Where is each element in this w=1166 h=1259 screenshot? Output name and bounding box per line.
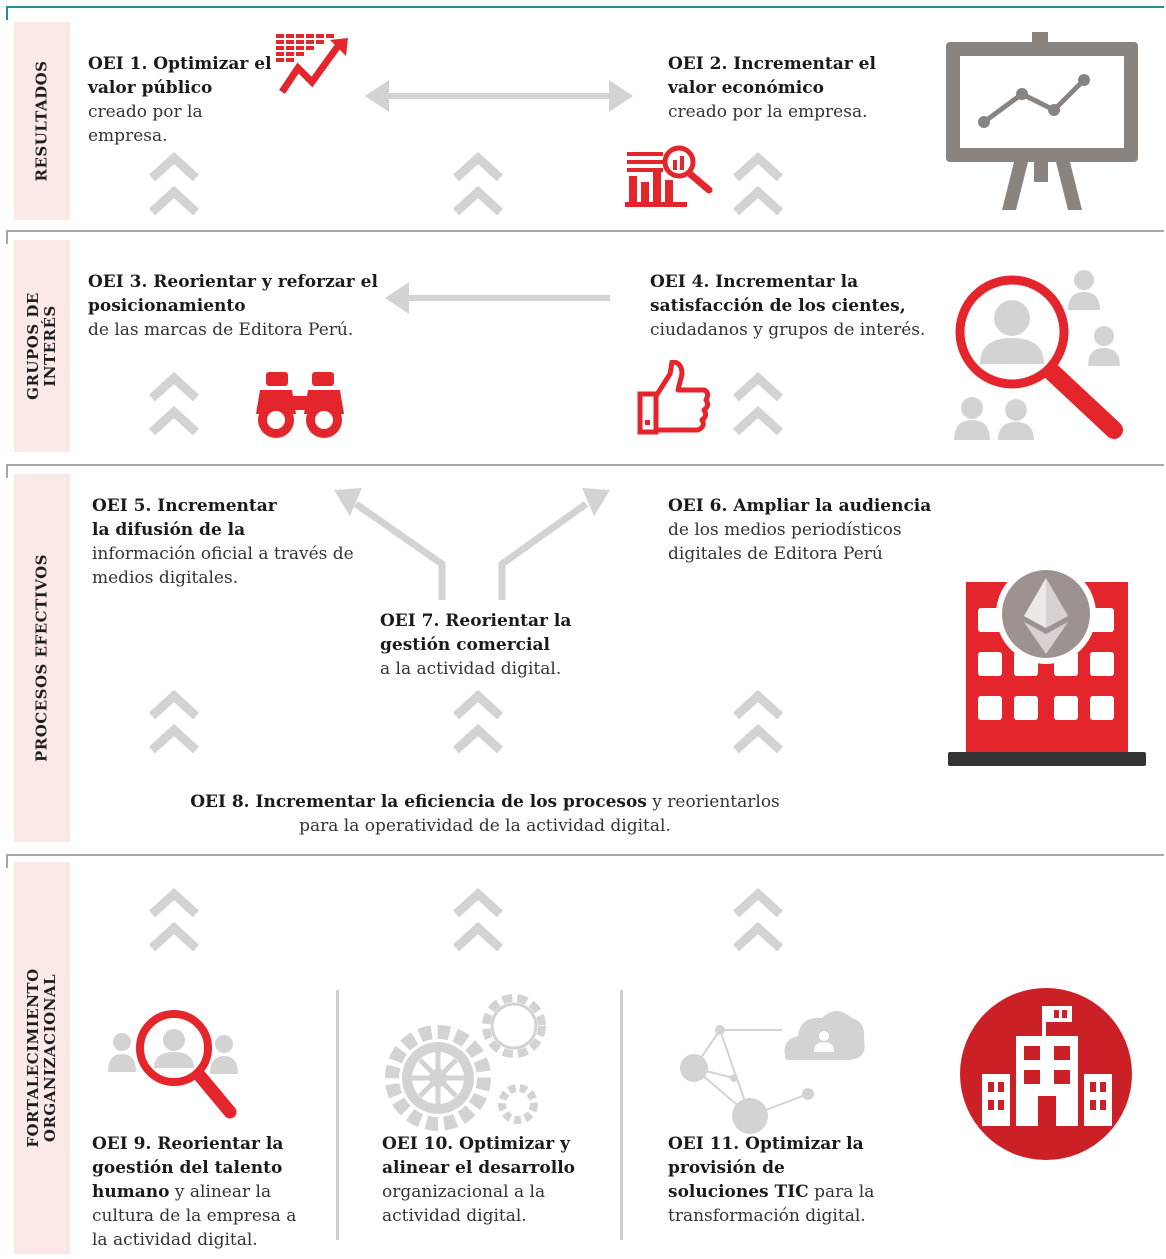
section-label-procesos: PROCESOS EFECTIVOS xyxy=(14,474,70,842)
section-tick xyxy=(6,464,8,478)
oei-1: OEI 1. Optimizar el valor público creado… xyxy=(88,52,278,148)
oei-10: OEI 10. Optimizar y alinear el desarroll… xyxy=(382,1132,587,1228)
magnifier-person-icon xyxy=(104,1006,244,1128)
double-chevron-up-icon xyxy=(732,886,784,956)
column-divider xyxy=(336,990,339,1240)
magnifier-people-icon xyxy=(944,268,1154,446)
oei-1-text: creado por la empresa. xyxy=(88,102,203,146)
thumbs-up-icon xyxy=(636,360,712,436)
oei-4: OEI 4. Incrementar la satisfacción de lo… xyxy=(650,270,945,342)
oei-11-text: para la transformación digital. xyxy=(668,1182,875,1226)
section-label-resultados: RESULTADOS xyxy=(14,22,70,220)
section-label-text: FORTALECIMIENTO ORGANIZACIONAL xyxy=(24,968,59,1148)
oei-1-title: OEI 1. Optimizar el valor público xyxy=(88,54,272,98)
section-label-text: GRUPOS DE INTERÉS xyxy=(24,292,59,400)
double-chevron-up-icon xyxy=(732,150,784,220)
section-tick xyxy=(6,230,8,244)
section-label-grupos: GRUPOS DE INTERÉS xyxy=(14,240,70,452)
section-tick xyxy=(6,6,8,20)
branch-arrows-connector xyxy=(320,480,620,600)
oei-2-text: creado por la empresa. xyxy=(668,102,868,122)
oei-5-title: OEI 5. Incrementar la difusión de la xyxy=(92,496,277,540)
oei-3: OEI 3. Reorientar y reforzar el posicion… xyxy=(88,270,388,342)
double-chevron-up-icon xyxy=(148,150,200,220)
oei-7: OEI 7. Reorientar la gestión comercial a… xyxy=(380,609,590,681)
oei-6-text: de los medios periodísticos digitales de… xyxy=(668,520,902,564)
oei-8-title: OEI 8. Incrementar la eficiencia de los … xyxy=(190,792,647,812)
company-building-icon xyxy=(958,986,1134,1162)
double-chevron-up-icon xyxy=(452,886,504,956)
oei-11: OEI 11. Optimizar la provisión de soluci… xyxy=(668,1132,883,1228)
section-label-text: RESULTADOS xyxy=(32,60,51,182)
section-divider xyxy=(6,854,1164,856)
double-chevron-up-icon xyxy=(148,370,200,440)
oei-3-text: de las marcas de Editora Perú. xyxy=(88,320,354,340)
section-tick xyxy=(6,854,8,868)
growth-chart-icon xyxy=(272,32,352,98)
oei-4-title: OEI 4. Incrementar la satisfacción de lo… xyxy=(650,272,906,316)
building-ether-icon xyxy=(948,562,1146,768)
double-chevron-up-icon xyxy=(732,688,784,758)
presentation-board-icon xyxy=(944,32,1144,210)
oei-5-text: información oficial a través de medios d… xyxy=(92,544,354,588)
section-divider-top xyxy=(6,6,1164,8)
oei-8: OEI 8. Incrementar la eficiencia de los … xyxy=(180,790,790,838)
oei-10-text: organizacional a la actividad digital. xyxy=(382,1182,546,1226)
oei-11-title: OEI 11. Optimizar la provisión de soluci… xyxy=(668,1134,864,1202)
double-chevron-up-icon xyxy=(452,688,504,758)
oei-6: OEI 6. Ampliar la audiencia de los medio… xyxy=(668,494,940,566)
binoculars-icon xyxy=(252,370,348,440)
network-cloud-icon xyxy=(676,996,868,1142)
oei-3-title: OEI 3. Reorientar y reforzar el posicion… xyxy=(88,272,378,316)
oei-9: OEI 9. Reorientar la goestión del talent… xyxy=(92,1132,297,1252)
oei-7-title: OEI 7. Reorientar la gestión comercial xyxy=(380,611,572,655)
oei-9-text: y alinear la cultura de la empresa a la … xyxy=(92,1182,297,1250)
oei-2: OEI 2. Incrementar el valor económico cr… xyxy=(668,52,888,124)
section-label-text: PROCESOS EFECTIVOS xyxy=(32,553,51,763)
oei-6-title: OEI 6. Ampliar la audiencia xyxy=(668,496,932,516)
oei-9-title: OEI 9. Reorientar la goestión del talent… xyxy=(92,1134,284,1202)
oei-5: OEI 5. Incrementar la difusión de la inf… xyxy=(92,494,372,590)
oei-7-text: a la actividad digital. xyxy=(380,659,562,679)
oei-8-text: y reorientarlos para la operatividad de … xyxy=(299,792,780,836)
magnifier-chart-icon xyxy=(625,142,715,208)
double-arrow-connector xyxy=(365,76,633,116)
double-chevron-up-icon xyxy=(452,150,504,220)
section-divider xyxy=(6,464,1164,466)
column-divider xyxy=(620,990,623,1240)
left-arrow-connector xyxy=(385,278,610,318)
oei-2-title: OEI 2. Incrementar el valor económico xyxy=(668,54,876,98)
double-chevron-up-icon xyxy=(148,886,200,956)
section-divider xyxy=(6,230,1164,232)
section-label-fortalecimiento: FORTALECIMIENTO ORGANIZACIONAL xyxy=(14,862,70,1254)
oei-10-title: OEI 10. Optimizar y alinear el desarroll… xyxy=(382,1134,575,1178)
double-chevron-up-icon xyxy=(148,688,200,758)
double-chevron-up-icon xyxy=(732,370,784,440)
gears-icon xyxy=(382,986,564,1136)
oei-4-text: ciudadanos y grupos de interés. xyxy=(650,320,926,340)
